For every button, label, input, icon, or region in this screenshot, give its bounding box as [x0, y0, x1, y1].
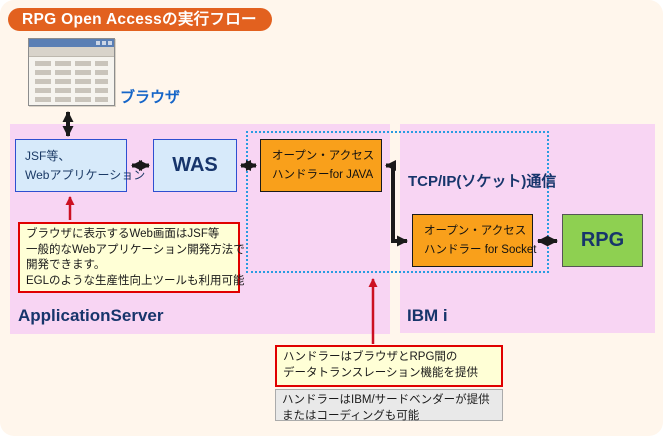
browser-icon-window-buttons [96, 41, 112, 45]
browser-icon-titlebar [29, 39, 114, 47]
tcpip-socket-label: TCP/IP(ソケット)通信 [408, 173, 557, 190]
note-handler-role: ハンドラーはブラウザとRPG間の データトランスレーション機能を提供 [275, 345, 503, 387]
browser-label: ブラウザ [120, 89, 181, 106]
rpg-box: RPG [562, 214, 643, 267]
open-access-handler-java-box: オープン・アクセス ハンドラーfor JAVA [260, 139, 382, 192]
jsf-web-app-box: JSF等、 Webアプリケーション [15, 139, 145, 192]
note-web-development: ブラウザに表示するWeb画面はJSF等 一般的なWebアプリケーション開発方法で… [18, 222, 245, 293]
application-server-label: ApplicationServer [18, 306, 164, 325]
note-handler-provider: ハンドラーはIBM/サードベンダーが提供 またはコーディングも可能 [275, 389, 503, 422]
browser-icon-toolbar [29, 47, 114, 57]
was-box: WAS [153, 139, 237, 192]
page-title: RPG Open Accessの実行フロー [8, 8, 272, 31]
open-access-handler-socket-box: オープン・アクセス ハンドラー for Socket [412, 214, 536, 267]
handlers-dashed-boundary [246, 131, 549, 273]
browser-icon [28, 38, 115, 106]
ibm-i-label: IBM i [407, 306, 448, 325]
